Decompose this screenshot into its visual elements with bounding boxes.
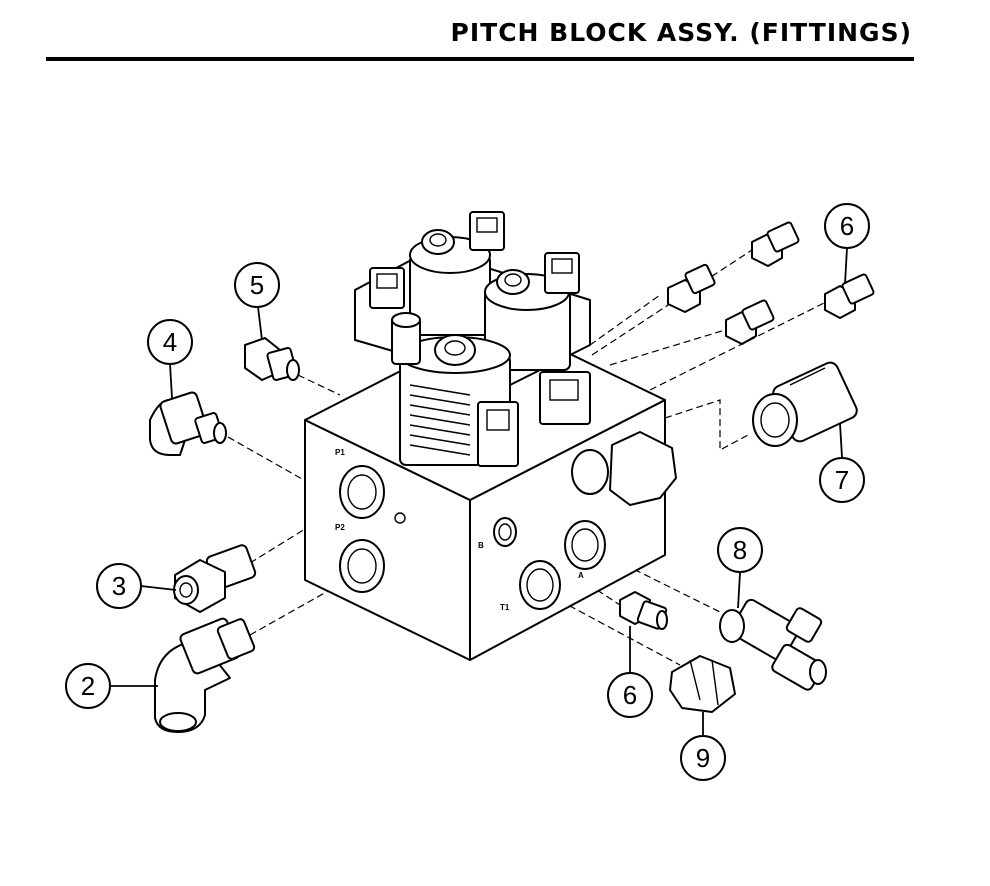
fitting-4-elbow: [149, 391, 227, 456]
svg-text:P1: P1: [335, 448, 345, 457]
svg-text:B: B: [478, 541, 484, 550]
fitting-3-adapter: [173, 544, 257, 613]
callout-7: 7: [819, 457, 865, 503]
callout-9: 9: [680, 735, 726, 781]
callout-3-number: 3: [112, 571, 126, 601]
callout-9-number: 9: [696, 743, 710, 773]
callout-6-lower: 6: [607, 672, 653, 718]
fitting-9-plug: [669, 655, 736, 713]
callout-2-number: 2: [81, 671, 95, 701]
page-title: PITCH BLOCK ASSY. (FITTINGS): [450, 18, 912, 47]
callout-5: 5: [234, 262, 280, 308]
fitting-6-lower: [619, 591, 668, 630]
callout-6-upper: 6: [824, 203, 870, 249]
callout-8-number: 8: [733, 535, 747, 565]
fitting-2-elbow: [154, 617, 256, 733]
solenoid-valves: [354, 211, 591, 467]
callout-4-number: 4: [163, 327, 177, 357]
callout-5-number: 5: [250, 270, 264, 300]
callout-8: 8: [717, 527, 763, 573]
fittings-6-upper: [667, 221, 875, 345]
fitting-7-plug: [752, 361, 858, 447]
svg-text:P2: P2: [335, 523, 345, 532]
svg-text:T1: T1: [500, 603, 510, 612]
fitting-5-adapter: [244, 337, 300, 381]
callout-leaders: [110, 247, 848, 736]
callout-2: 2: [65, 663, 111, 709]
callout-6-lower-number: 6: [623, 680, 637, 710]
callout-7-number: 7: [835, 465, 849, 495]
callout-3: 3: [96, 563, 142, 609]
callout-6-upper-number: 6: [840, 211, 854, 241]
svg-text:A: A: [578, 571, 584, 580]
fitting-8-tee: [719, 598, 827, 691]
title-rule: [46, 57, 914, 61]
callout-4: 4: [147, 319, 193, 365]
